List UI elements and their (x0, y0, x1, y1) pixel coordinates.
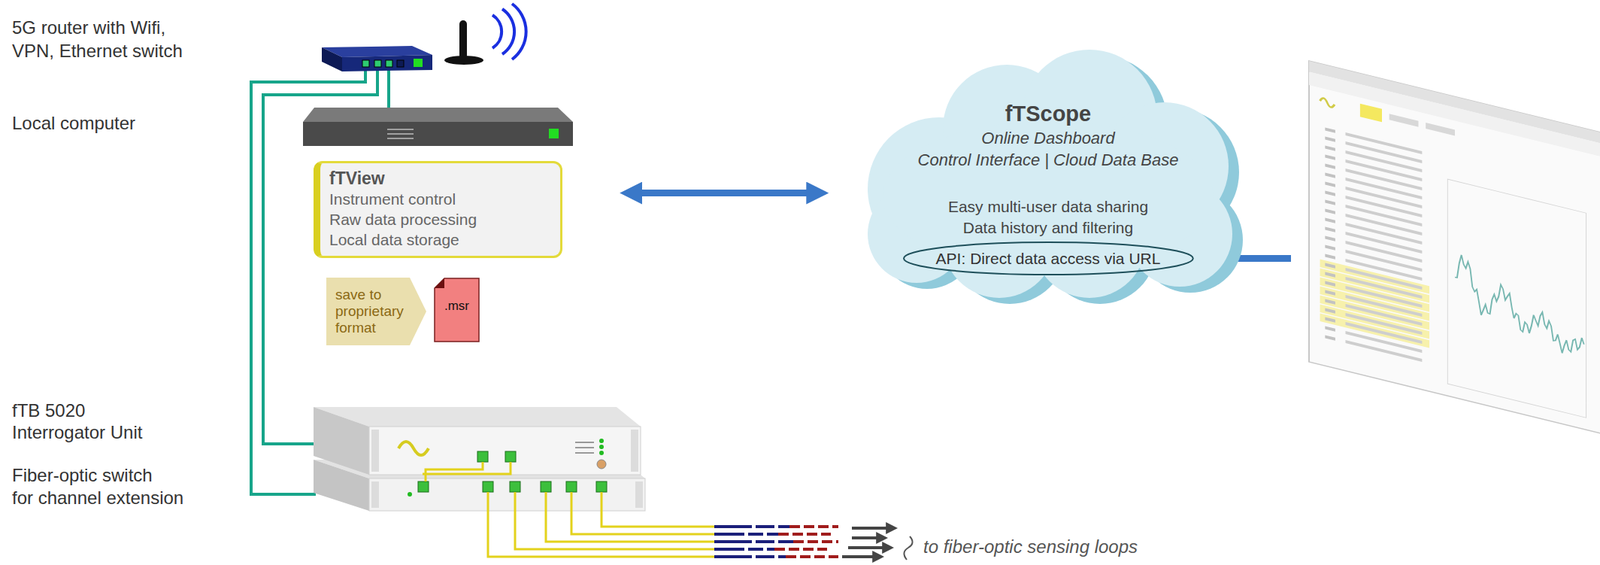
box-line: Raw data processing (329, 209, 550, 230)
arrow-text: save to proprietary format (335, 286, 419, 337)
cloud-feature: Data history and filtering (963, 217, 1134, 239)
box-line: Instrument control (329, 188, 550, 210)
fiber-cable (422, 461, 715, 557)
device-label: 5G router with Wifi, (12, 16, 166, 40)
router-icon (321, 3, 527, 72)
device-label: fTB 5020 (12, 399, 85, 422)
cloud-service: fTScopeOnline DashboardControl Interface… (848, 45, 1248, 298)
device-label: Interrogator Unit (12, 421, 143, 444)
loop-arrow (842, 527, 890, 557)
interrogator-unit (313, 406, 641, 475)
box-line: Local data storage (329, 229, 550, 250)
file-icon: .msr (433, 277, 480, 343)
computer-icon (303, 107, 573, 146)
cloud-heading: fTScope (1005, 100, 1091, 128)
api-ellipse: API: Direct data access via URL (903, 241, 1194, 276)
device-label: for channel extension (12, 486, 184, 510)
sensing-fiber (714, 526, 839, 557)
brace-mark (903, 536, 913, 560)
software-box: fTViewInstrument controlRaw data process… (313, 160, 563, 258)
dashboard-screenshot (1309, 60, 1600, 434)
data-link-arrow (634, 189, 814, 197)
cloud-subtitle: Online Dashboard (981, 127, 1115, 149)
device-label: Fiber-optic switch (12, 463, 153, 487)
save-arrow: save to proprietary format (326, 277, 427, 346)
cloud-subtitle: Control Interface | Cloud Data Base (918, 148, 1179, 171)
device-label: VPN, Ethernet switch (12, 39, 183, 63)
device-label: Local computer (12, 112, 136, 135)
api-text: API: Direct data access via URL (936, 248, 1161, 269)
file-extension: .msr (433, 298, 480, 314)
cloud-feature: Easy multi-user data sharing (948, 196, 1149, 218)
fiber-note: to fiber-optic sensing loops (923, 535, 1138, 558)
box-heading: fTView (329, 167, 550, 189)
